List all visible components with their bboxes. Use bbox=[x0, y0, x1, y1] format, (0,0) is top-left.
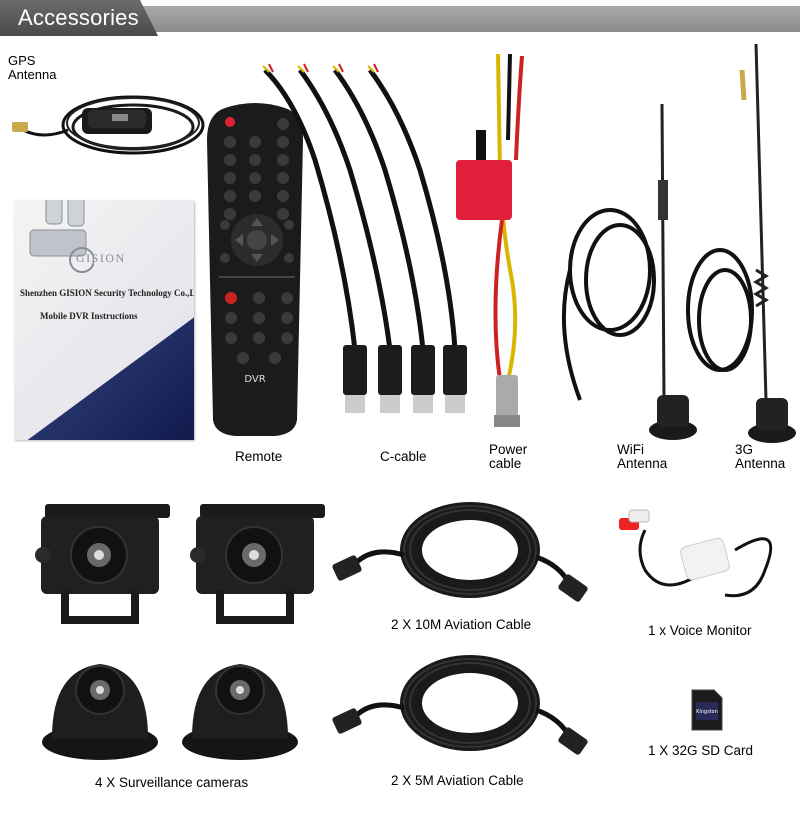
section-title: Accessories bbox=[18, 5, 139, 30]
dome-camera-2 bbox=[178, 650, 303, 765]
gps-antenna-image bbox=[8, 80, 208, 170]
section-header: Accessories bbox=[0, 0, 800, 36]
manual-company: Shenzhen GISION Security Technology Co.,… bbox=[20, 288, 194, 298]
vehicle-camera-1 bbox=[35, 500, 175, 630]
voice-monitor-label: 1 x Voice Monitor bbox=[648, 623, 752, 638]
c-cable-image bbox=[255, 60, 480, 440]
keys-icon bbox=[29, 200, 94, 273]
cameras-label: 4 X Surveillance cameras bbox=[95, 775, 249, 790]
cable-5m-label: 2 X 5M Aviation Cable bbox=[391, 773, 524, 788]
dome-camera-1 bbox=[38, 650, 163, 765]
3g-antenna-image bbox=[680, 40, 800, 445]
instruction-manual: GISION Shenzhen GISION Security Technolo… bbox=[14, 200, 194, 440]
manual-brand: GISION bbox=[76, 251, 126, 265]
header-tab bbox=[0, 0, 158, 36]
aviation-cable-10m-image bbox=[330, 495, 595, 610]
3g-antenna-label: 3G Antenna bbox=[735, 442, 786, 471]
sd-card-image: Kingston bbox=[690, 688, 724, 732]
remote-model: DVR bbox=[244, 374, 265, 385]
gps-antenna-label: GPS Antenna bbox=[8, 53, 57, 82]
power-cable-image bbox=[450, 50, 540, 440]
remote-label: Remote bbox=[235, 449, 283, 464]
remote-control-image: DVR bbox=[205, 100, 305, 440]
vehicle-camera-2 bbox=[190, 500, 330, 630]
power-cable-label: Power cable bbox=[489, 442, 528, 471]
sd-card-label: 1 X 32G SD Card bbox=[648, 743, 754, 758]
manual-cover-accent bbox=[14, 310, 194, 440]
wifi-antenna-image bbox=[560, 100, 710, 445]
manual-subtitle: Mobile DVR Instructions bbox=[40, 311, 138, 321]
voice-monitor-image bbox=[605, 500, 785, 615]
sd-brand: Kingston bbox=[696, 709, 718, 715]
c-cable-label: C-cable bbox=[380, 449, 427, 464]
wifi-antenna-label: WiFi Antenna bbox=[617, 442, 668, 471]
cable-10m-label: 2 X 10M Aviation Cable bbox=[391, 617, 532, 632]
aviation-cable-5m-image bbox=[330, 648, 595, 763]
